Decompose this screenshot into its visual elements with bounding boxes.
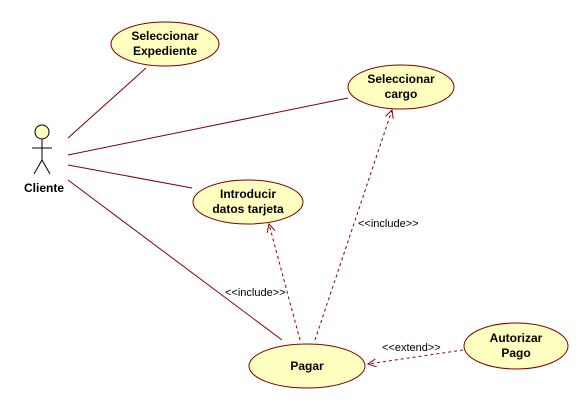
extend-label-autorizar: <<extend>> (382, 342, 441, 354)
extend-autorizar-pagar (368, 349, 464, 364)
actor-left-leg (33, 159, 43, 175)
include-label-datos: <<include>> (225, 287, 286, 299)
association-cliente-introducir-datos (67, 164, 193, 189)
usecase-label-line2: Pago (501, 346, 530, 360)
usecase-seleccionar-cargo: Seleccionar cargo (347, 64, 455, 110)
actor-head (34, 124, 50, 140)
usecase-ellipse (110, 21, 220, 67)
actor-cliente: Cliente (24, 124, 64, 195)
usecase-pagar: Pagar (248, 343, 366, 389)
usecase-introducir-datos-tarjeta: Introducir datos tarjeta (192, 179, 304, 225)
usecase-label-line2: datos tarjeta (212, 202, 284, 216)
usecase-label-line2: cargo (385, 87, 418, 101)
include-pagar-introducir-datos (269, 224, 301, 341)
usecase-label-line1: Seleccionar (367, 72, 435, 86)
usecase-label-line1: Seleccionar (131, 29, 199, 43)
usecase-seleccionar-expediente: Seleccionar Expediente (110, 21, 220, 67)
usecase-label-line1: Pagar (290, 359, 324, 373)
usecase-label-line2: Expediente (133, 44, 197, 58)
usecase-label-line1: Autorizar (490, 331, 543, 345)
usecase-ellipse (248, 343, 366, 389)
association-cliente-pagar (67, 179, 283, 341)
usecase-ellipse (347, 64, 455, 110)
association-cliente-seleccionar-cargo (67, 97, 349, 156)
actor-name: Cliente (24, 181, 64, 195)
actor-right-leg (41, 159, 51, 175)
association-cliente-seleccionar-expediente (67, 67, 147, 139)
include-label-cargo: <<include>> (358, 218, 419, 230)
usecase-autorizar-pago: Autorizar Pago (463, 322, 569, 370)
usecase-label-line1: Introducir (220, 187, 276, 201)
usecase-ellipse (192, 179, 304, 225)
include-pagar-seleccionar-cargo (314, 110, 392, 341)
usecase-ellipse (463, 322, 569, 370)
